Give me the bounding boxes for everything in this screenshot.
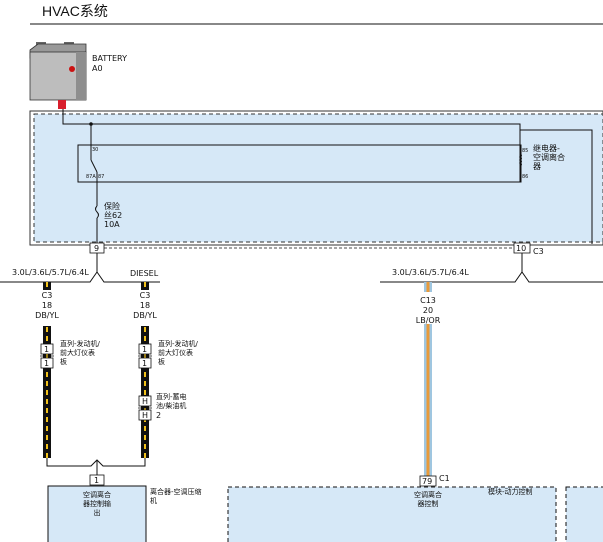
diesel-wire-color: DB/YL bbox=[133, 311, 157, 320]
relay-label-1: 继电器- bbox=[533, 143, 560, 153]
right-wire-color: LB/OR bbox=[416, 316, 441, 325]
left-wire-color: DB/YL bbox=[35, 311, 59, 320]
pcm-pin-box bbox=[419, 475, 437, 487]
diesel-wire-c: C3 bbox=[140, 291, 151, 300]
relay-switch-contact bbox=[90, 159, 98, 173]
diesel-inline-label-1: 直列-发动机/ bbox=[158, 339, 199, 348]
left-branch-wire bbox=[0, 271, 98, 283]
c3-pin-10: 10 bbox=[516, 244, 526, 253]
pcm-box-label-2: 器控制 bbox=[418, 499, 439, 508]
left-inline-pin-top-box bbox=[40, 343, 54, 355]
diesel-inline-label-2: 前大灯仪表 bbox=[158, 348, 193, 357]
right-wire-gauge: 20 bbox=[423, 306, 433, 315]
fuse-label-3: 10A bbox=[104, 220, 120, 229]
diesel-wire-label-bg bbox=[138, 290, 152, 326]
relay-pin-86: 86 bbox=[522, 174, 528, 180]
module-power-distribution bbox=[33, 113, 603, 243]
diesel-h-pin-top-box bbox=[138, 395, 152, 407]
diesel-h-extra: 2 bbox=[156, 411, 161, 420]
battery-icon bbox=[29, 42, 87, 109]
powertrain-control-module-box bbox=[227, 486, 557, 542]
right-branch-wire bbox=[380, 271, 603, 283]
diesel-engine-label: DIESEL bbox=[130, 269, 159, 278]
left-engine-label: 3.0L/3.6L/5.7L/6.4L bbox=[12, 268, 89, 277]
battery-terminal bbox=[58, 100, 66, 109]
bottom-left-pin-box bbox=[89, 474, 105, 486]
left-wire-c: C3 bbox=[42, 291, 53, 300]
diesel-inline-pin-bottom-box bbox=[138, 357, 152, 369]
pcm-side-label: 模块-动力控制 bbox=[488, 487, 533, 496]
battery-feed-wire bbox=[62, 109, 521, 130]
battery-code: A0 bbox=[92, 64, 103, 73]
left-side-label-1: 离合器-空调压缩 bbox=[150, 487, 202, 496]
diesel-wire-gauge: 18 bbox=[140, 301, 150, 310]
diesel-h-label-2: 池/柴油机 bbox=[156, 401, 186, 410]
c3-pin-9: 9 bbox=[94, 244, 99, 253]
right-partial-module-box bbox=[565, 486, 603, 542]
left-inline-label-2: 前大灯仪表 bbox=[60, 348, 95, 357]
diesel-inline-pin-top: 1 bbox=[142, 345, 147, 354]
battery-name: BATTERY bbox=[92, 54, 127, 63]
diesel-h-pin-top: H bbox=[142, 397, 148, 406]
page-title: HVAC系统 bbox=[42, 3, 108, 19]
relay-coil-return-wire bbox=[519, 129, 593, 244]
pcm-pin: 79 bbox=[422, 477, 432, 486]
bottom-left-pin: 1 bbox=[94, 476, 99, 485]
left-box-label-1: 空调离合 bbox=[83, 490, 111, 499]
pcm-box-label-1: 空调离合 bbox=[414, 490, 442, 499]
left-side-label-2: 机 bbox=[150, 496, 157, 505]
pcm-connector: C1 bbox=[439, 474, 450, 483]
left-inline-label-3: 板 bbox=[60, 357, 67, 366]
diesel-inline-pin-bottom: 1 bbox=[142, 359, 147, 368]
relay-pin-87a: 87A bbox=[86, 174, 96, 180]
module-outer-border bbox=[29, 110, 603, 246]
merge-wire bbox=[46, 458, 146, 467]
left-wire-gauge: 18 bbox=[42, 301, 52, 310]
diesel-h-label-1: 直列-蓄电 bbox=[156, 392, 187, 401]
left-box-label-2: 器控制输 bbox=[83, 499, 111, 508]
right-wire-c: C13 bbox=[420, 296, 436, 305]
left-inline-pin-top: 1 bbox=[44, 345, 49, 354]
left-box-label-3: 出 bbox=[94, 508, 101, 517]
left-inline-pin-bottom: 1 bbox=[44, 359, 49, 368]
c3-connector-name: C3 bbox=[533, 247, 544, 256]
relay-pin-85: 85 bbox=[522, 148, 528, 154]
diesel-inline-pin-top-box bbox=[138, 343, 152, 355]
fuse-label-2: 丝62 bbox=[104, 210, 122, 220]
fuse-label-1: 保险 bbox=[104, 201, 120, 211]
diesel-inline-label-3: 板 bbox=[158, 357, 165, 366]
relay-label-3: 器 bbox=[533, 162, 541, 171]
relay-label-2: 空调离合 bbox=[533, 152, 565, 162]
relay-pin-87: 87 bbox=[98, 174, 104, 180]
left-inline-label-1: 直列-发动机/ bbox=[60, 339, 101, 348]
relay-pin-30: 30 bbox=[92, 147, 98, 153]
right-wire-label-bg bbox=[416, 292, 440, 324]
compressor-clutch-box bbox=[47, 485, 147, 542]
left-wire-label-bg bbox=[40, 290, 54, 326]
left-inline-pin-bottom-box bbox=[40, 357, 54, 369]
right-engine-label: 3.0L/3.6L/5.7L/6.4L bbox=[392, 268, 469, 277]
fuse-icon bbox=[95, 205, 99, 219]
diesel-h-pin-bottom: H bbox=[142, 411, 148, 420]
diesel-h-pin-bottom-box bbox=[138, 409, 152, 421]
